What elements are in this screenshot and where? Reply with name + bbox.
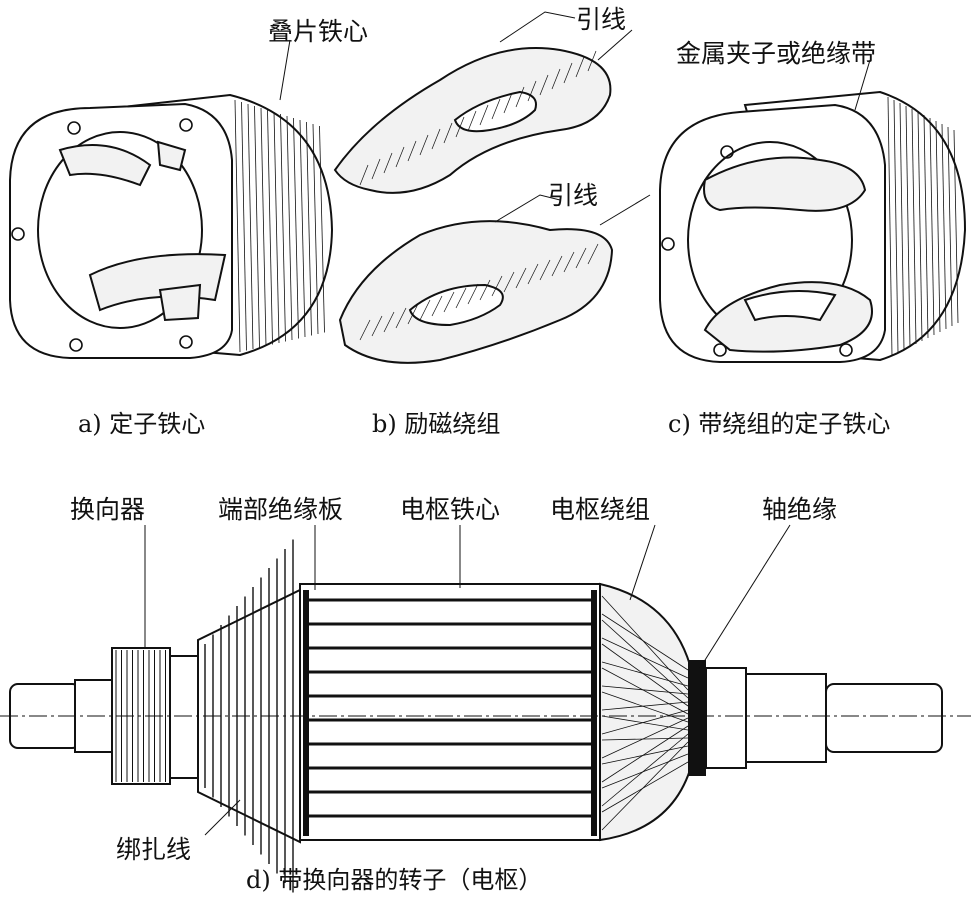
label-armature-winding: 电枢绕组 [550, 495, 651, 524]
leader-laminated-core [279, 39, 291, 101]
leader-armature-winding [629, 524, 656, 601]
armature-drawing [0, 539, 971, 893]
label-armature-core: 电枢铁心 [400, 495, 501, 524]
label-end-insulation: 端部绝缘板 [218, 495, 344, 524]
label-binding-wire: 绑扎线 [116, 835, 192, 864]
caption-a: a) 定子铁心 [78, 410, 206, 438]
leader-binding-wire [204, 799, 241, 836]
field-winding-upper [333, 47, 612, 194]
leader-clip [854, 59, 871, 111]
shaft-insulation [688, 660, 706, 776]
stator-core-drawing [9, 93, 334, 359]
armature-core [299, 583, 601, 841]
leader-lead-mid [494, 194, 561, 223]
label-lead-mid: 引线 [548, 181, 599, 210]
label-commutator: 换向器 [70, 495, 146, 524]
label-shaft-insulation: 轴绝缘 [762, 495, 838, 524]
caption-b: b) 励磁绕组 [372, 410, 501, 438]
stator-with-winding-drawing [659, 90, 967, 363]
label-laminated-core: 叠片铁心 [268, 17, 369, 46]
leader-lead-top [499, 11, 576, 43]
leader-lead-top-2 [597, 29, 633, 61]
field-winding-lower [338, 220, 614, 364]
caption-c: c) 带绕组的定子铁心 [668, 410, 891, 438]
leader-shaft-insulation [699, 524, 791, 669]
label-clip: 金属夹子或绝缘带 [676, 39, 877, 68]
label-lead-top: 引线 [576, 5, 627, 34]
caption-d: d) 带换向器的转子（电枢） [246, 866, 543, 894]
leader-lead-mid-2 [599, 194, 651, 226]
